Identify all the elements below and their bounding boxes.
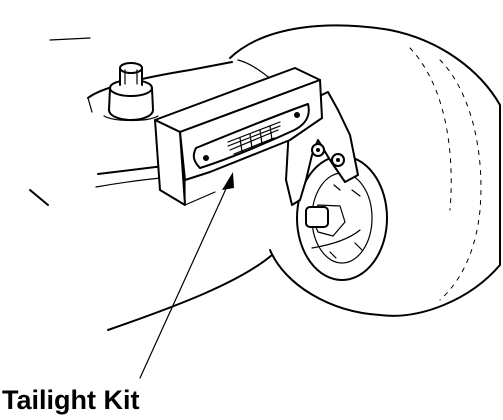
leader-arrow — [139, 172, 234, 379]
tail-light-housing — [154, 67, 323, 206]
cap-post — [103, 62, 159, 122]
callout-label: Tailight Kit — [2, 385, 140, 415]
